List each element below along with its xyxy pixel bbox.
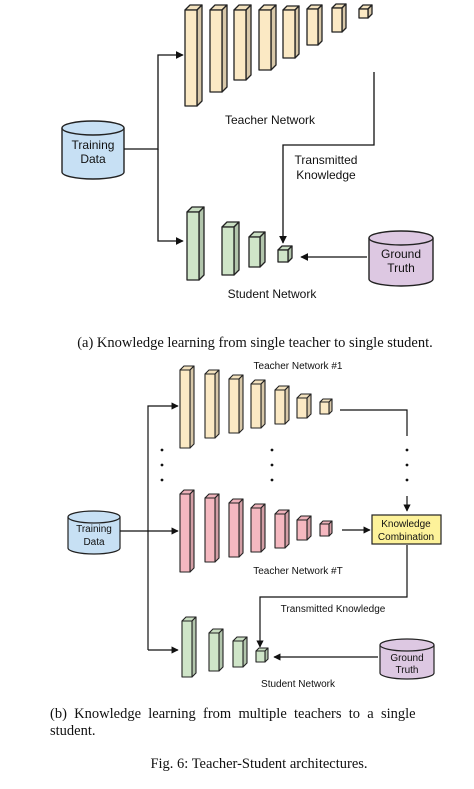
teacher-network-T	[179, 489, 333, 573]
teacher-T-layer-2	[204, 493, 220, 563]
teacher-network-label-a: Teacher Network	[225, 113, 316, 127]
teacher-a-layer-2	[209, 4, 228, 93]
teacher-1-layer-1	[179, 365, 195, 449]
teacher-network-1	[179, 365, 333, 449]
teacher-1-layer-3	[228, 374, 244, 434]
figure-caption: Fig. 6: Teacher-Student architectures.	[150, 756, 367, 772]
student-a-layer-4	[277, 245, 293, 263]
student-a-layer-2	[221, 221, 240, 276]
student-network-b	[181, 616, 269, 678]
training-data-cylinder-a: Training Data	[61, 120, 125, 180]
knowledge-combination-label-line1: Knowledge	[381, 519, 431, 530]
student-network-label-b: Student Network	[261, 679, 336, 690]
student-b-layer-1	[181, 616, 197, 678]
teacher-network-1-label: Teacher Network #1	[254, 361, 343, 372]
caption-b-line2: student.	[50, 723, 96, 739]
teacher-1-layer-7	[319, 398, 333, 415]
ground-truth-cylinder-a: Ground Truth	[368, 230, 434, 287]
teacher-T-layer-3	[228, 498, 244, 558]
student-a-layer-1	[186, 206, 205, 281]
training-data-label-a-line2: Data	[80, 152, 106, 166]
teacher-T-layer-7	[319, 520, 333, 537]
student-a-layer-3	[248, 231, 266, 268]
teacher-T-layer-4	[250, 503, 266, 553]
student-b-layer-3	[232, 636, 248, 668]
arrows-a	[124, 51, 375, 261]
arrows-b	[120, 402, 411, 661]
teacher-network-a	[184, 3, 373, 107]
ground-truth-label-a-line1: Ground	[381, 247, 421, 261]
teacher-a-layer-5	[282, 5, 300, 59]
ground-truth-label-a-line2: Truth	[387, 261, 415, 275]
teacher-a-layer-3	[233, 4, 252, 81]
teacher-a-layer-1	[184, 4, 203, 107]
teacher-a-layer-4	[258, 4, 277, 71]
student-b-layer-4	[255, 647, 269, 663]
knowledge-combination-label-line2: Combination	[378, 532, 434, 543]
teacher-1-layer-5	[274, 385, 290, 425]
teacher-T-layer-6	[296, 515, 312, 541]
transmitted-knowledge-label-b: Transmitted Knowledge	[281, 604, 386, 615]
ground-truth-label-b-line2: Truth	[396, 665, 419, 676]
student-b-layer-2	[208, 628, 224, 672]
training-data-cylinder-b: Training Data	[67, 510, 121, 555]
caption-b-line1: (b) Knowledge learning from multiple tea…	[50, 706, 416, 722]
teacher-1-layer-2	[204, 369, 220, 439]
student-network-label-a: Student Network	[228, 287, 318, 301]
teacher-T-layer-1	[179, 489, 195, 573]
teacher-network-T-label: Teacher Network #T	[253, 566, 342, 577]
teacher-a-layer-8	[358, 4, 373, 19]
transmitted-knowledge-label-a-line2: Knowledge	[296, 168, 356, 182]
ground-truth-cylinder-b: Ground Truth	[379, 638, 435, 680]
knowledge-combination-box: Knowledge Combination	[371, 514, 442, 545]
teacher-1-layer-6	[296, 393, 312, 419]
training-data-label-a-line1: Training	[72, 138, 115, 152]
student-network-a	[186, 206, 293, 281]
teacher-a-layer-6	[306, 4, 323, 46]
ground-truth-label-b-line1: Ground	[390, 653, 423, 664]
training-data-label-b-line2: Data	[83, 537, 105, 548]
teacher-1-layer-4	[250, 379, 266, 429]
caption-a: (a) Knowledge learning from single teach…	[77, 335, 433, 351]
teacher-T-layer-5	[274, 509, 290, 549]
teacher-a-layer-7	[331, 3, 347, 33]
transmitted-knowledge-label-a-line1: Transmitted	[295, 153, 358, 167]
training-data-label-b-line1: Training	[76, 524, 112, 535]
ellipsis-dots	[160, 448, 409, 482]
